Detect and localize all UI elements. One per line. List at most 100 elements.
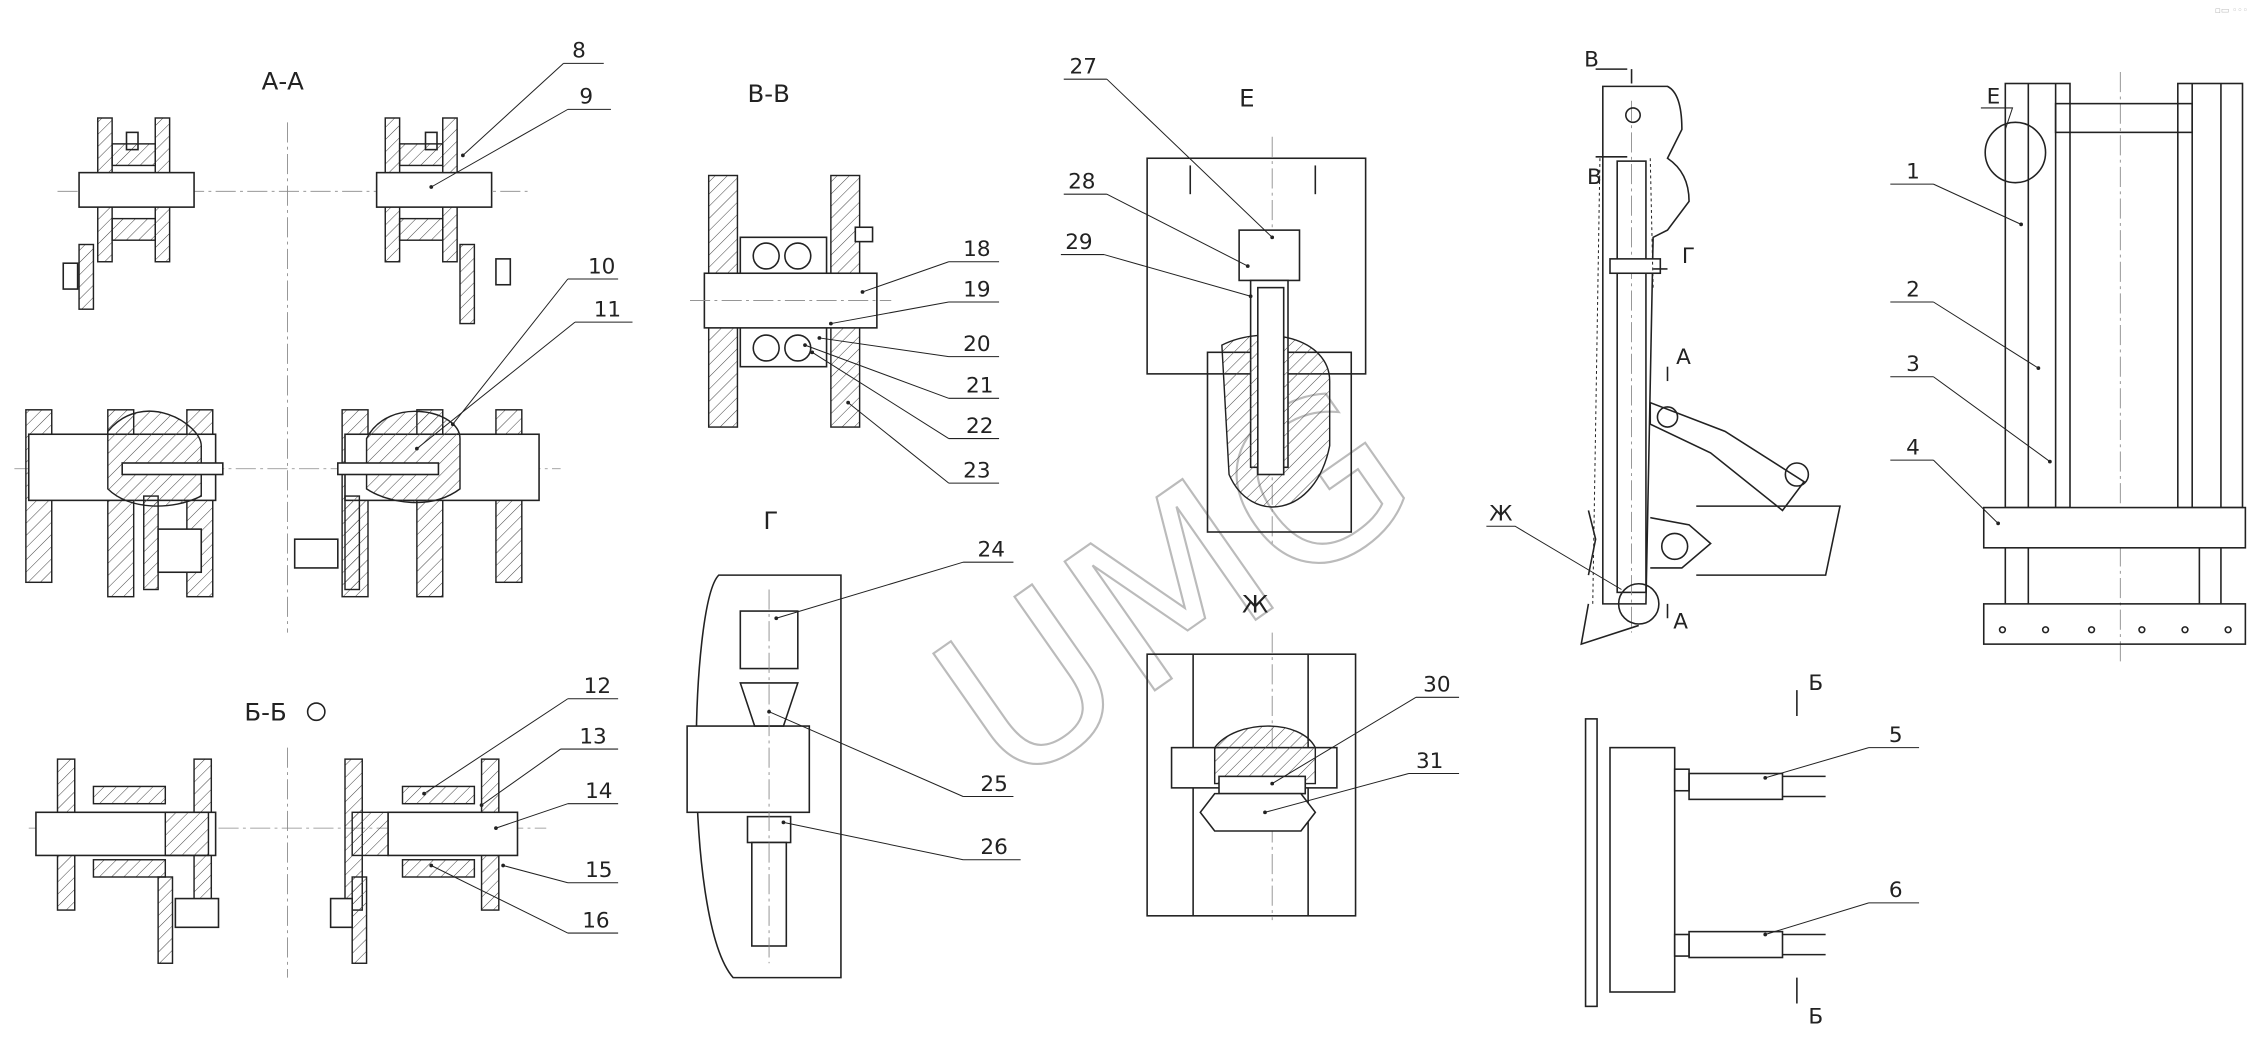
part-number-18: 18 [963,237,990,262]
leader-dot-13 [479,803,484,807]
part-number-26: 26 [980,835,1007,860]
leader-line-5 [1765,747,1920,779]
leader-dot-3 [2048,459,2052,464]
leader-line-31 [1264,772,1460,813]
part-number-8: 8 [572,39,586,64]
leader-line-23 [847,402,1000,484]
part-number-29: 29 [1065,230,1092,255]
leader-dot-26 [781,820,786,825]
part-number-12: 12 [584,674,611,699]
rotation-symbol-icon [306,702,326,722]
leader-dot-31 [1263,810,1267,815]
leader-dot-16 [429,863,434,868]
part-number-22: 22 [966,414,993,439]
part-number-16: 16 [582,908,609,933]
view-zh [1146,632,1357,921]
leader-line-14 [495,803,619,829]
leader-line-3 [1890,376,2051,462]
front-view-frame [1982,72,2247,662]
corner-mark: ▫▭ ◦◦◦ [2214,6,2248,16]
leader-dot-22 [810,350,815,355]
view-e [1146,136,1367,547]
leader-dot-11 [415,446,419,451]
leader-line-29 [1060,254,1251,297]
part-number-5: 5 [1889,723,1903,748]
leader-line-9 [431,108,611,188]
part-number-6: 6 [1889,878,1903,903]
leader-dot-23 [846,400,850,405]
leader-line-27 [1063,78,1273,238]
leader-line-18 [862,261,1000,293]
view-title-a-a: А-А [262,66,305,95]
section-a-a-lower [14,409,561,598]
leader-dot-27 [1270,235,1275,240]
part-number-10: 10 [588,254,615,279]
leader-dot-12 [422,791,426,796]
leader-line-8 [462,62,604,156]
leader-line-10 [452,278,619,425]
section-mark-v-bottom: В [1587,165,1602,190]
leader-dot-8 [461,153,465,158]
part-number-30: 30 [1423,673,1450,698]
leader-dot-24 [774,616,779,621]
view-title-e: Е [1239,84,1254,113]
section-a-a-upper [57,117,532,633]
leader-line-30 [1271,696,1460,784]
part-number-20: 20 [963,332,990,357]
leader-line-16 [431,865,619,934]
detail-callout-e: Е [1987,85,2001,110]
leader-line-4 [1890,459,1999,524]
part-number-9: 9 [579,85,593,110]
leader-dot-14 [494,826,498,830]
view-title-v-v: В-В [748,79,790,108]
section-cut-marks: В В Г А А [1584,47,1695,634]
part-number-14: 14 [585,779,612,804]
part-number-23: 23 [963,458,990,483]
leader-dot-1 [2019,222,2023,227]
part-number-1: 1 [1906,159,1920,184]
leader-dot-25 [767,709,771,714]
part-number-28: 28 [1068,169,1095,194]
part-number-3: 3 [1906,352,1920,377]
section-mark-g: Г [1682,244,1695,269]
leader-line-28 [1063,193,1248,267]
leader-line-6 [1765,902,1920,935]
leader-dot-15 [501,863,505,868]
part-number-2: 2 [1906,277,1920,302]
part-number-4: 4 [1906,435,1920,460]
leader-dot-10 [450,422,455,427]
leader-dot-19 [829,321,833,326]
leader-line-21 [804,344,1000,399]
section-v-v [690,174,892,428]
leader-line-13 [481,748,619,806]
section-mark-a-top: А [1676,345,1691,370]
side-view-mast [1580,85,1841,646]
part-number-25: 25 [980,772,1007,797]
leader-dot-9 [429,185,434,189]
part-number-24: 24 [978,537,1005,562]
leader-dot-5 [1763,775,1768,780]
leader-line-1 [1890,183,2022,225]
leader-dot-29 [1248,294,1253,299]
section-b-b [28,747,547,978]
detail-callout-zh: Ж [1489,502,1512,527]
view-title-g: Г [763,506,778,535]
plan-view-cylinders [1584,690,1826,1008]
section-mark-v-top: В [1584,47,1599,72]
leader-dot-6 [1763,932,1768,937]
leader-dot-2 [2036,366,2041,370]
leader-dot-21 [803,343,807,347]
leader-dot-18 [860,290,865,294]
view-title-zh: Ж [1242,590,1268,619]
section-mark-a-bottom: А [1673,609,1688,634]
part-number-27: 27 [1070,54,1097,79]
part-number-15: 15 [585,858,612,883]
part-number-13: 13 [579,724,606,749]
leader-dot-4 [1996,521,2000,526]
leader-line-15 [502,865,619,884]
section-mark-b-top: Б [1808,671,1823,696]
section-mark-b-bottom: Б [1808,1005,1823,1030]
leader-line-25 [768,711,1014,798]
